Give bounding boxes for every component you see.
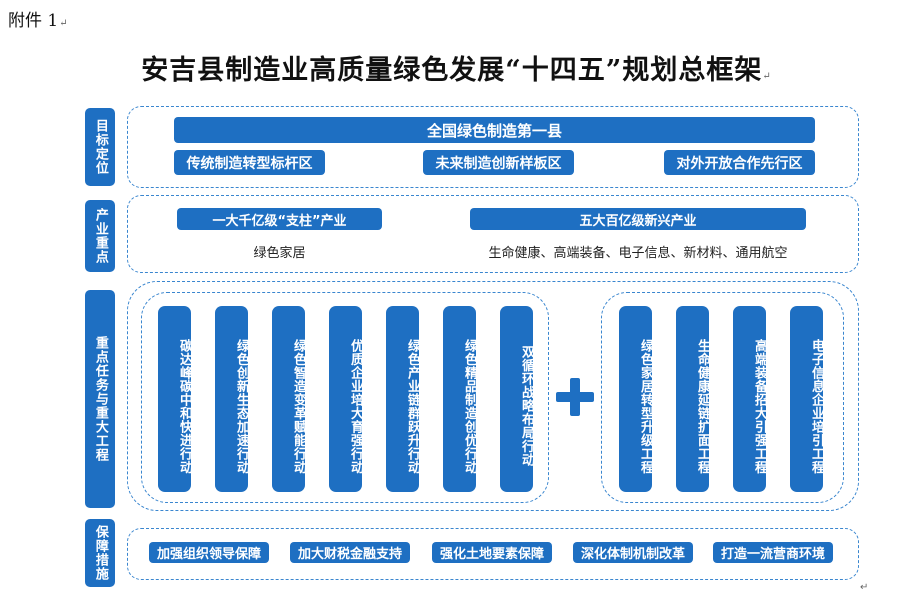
guarantee-item-3: 强化土地要素保障 [432,542,552,563]
pillar-industry-text: 绿色家居 [253,246,306,261]
guarantee-frame [127,528,859,580]
emerging-industry-header: 五大百亿级新兴产业 [470,208,806,230]
actions-frame [141,292,549,503]
action-3: 绿色智造变革赋能行动 [272,306,306,492]
goal-main-bar: 全国绿色制造第一县 [174,117,815,143]
paragraph-mark-icon: ↵ [860,582,869,593]
goal-item-3: 对外开放合作先行区 [664,150,815,175]
goal-item-2: 未来制造创新样板区 [423,150,574,175]
projects-frame [601,292,844,503]
guarantee-item-5: 打造一流营商环境 [713,542,833,563]
row-label-guarantee: 保障措施 [85,519,115,587]
guarantee-item-1: 加强组织领导保障 [149,542,269,563]
goal-item-1: 传统制造转型标杆区 [174,150,325,175]
page-title: 安吉县制造业高质量绿色发展“十四五”规划总框架↵ [141,55,772,86]
guarantee-item-2: 加大财税金融支持 [290,542,410,563]
project-1: 绿色家居转型升级工程 [619,306,653,492]
row-label-tasks: 重点任务与重大工程 [85,290,115,508]
tasks-outer-frame [127,281,859,511]
pillar-industry-header: 一大千亿级“支柱”产业 [177,208,382,230]
plus-icon [556,378,594,416]
guarantee-item-4: 深化体制机制改革 [573,542,693,563]
action-4: 优质企业培大育强行动 [329,306,363,492]
annex-label: 附件 1↵ [8,11,68,31]
project-3: 高端装备招大引强工程 [733,306,767,492]
row-label-goal: 目标定位 [85,108,115,186]
row-label-industry: 产业重点 [85,200,115,272]
project-4: 电子信息企业培引工程 [790,306,824,492]
action-5: 绿色产业链群跃升行动 [386,306,420,492]
industry-frame [127,195,859,273]
action-6: 绿色精品制造创优行动 [443,306,477,492]
project-2: 生命健康延链扩面工程 [676,306,710,492]
emerging-industry-text: 生命健康、高端装备、电子信息、新材料、通用航空 [488,246,788,261]
goal-frame [127,106,859,188]
action-2: 绿色创新生态加速行动 [215,306,249,492]
action-7: 双循环战略布局行动 [500,306,534,492]
action-1: 碳达峰碳中和快进行动 [158,306,192,492]
